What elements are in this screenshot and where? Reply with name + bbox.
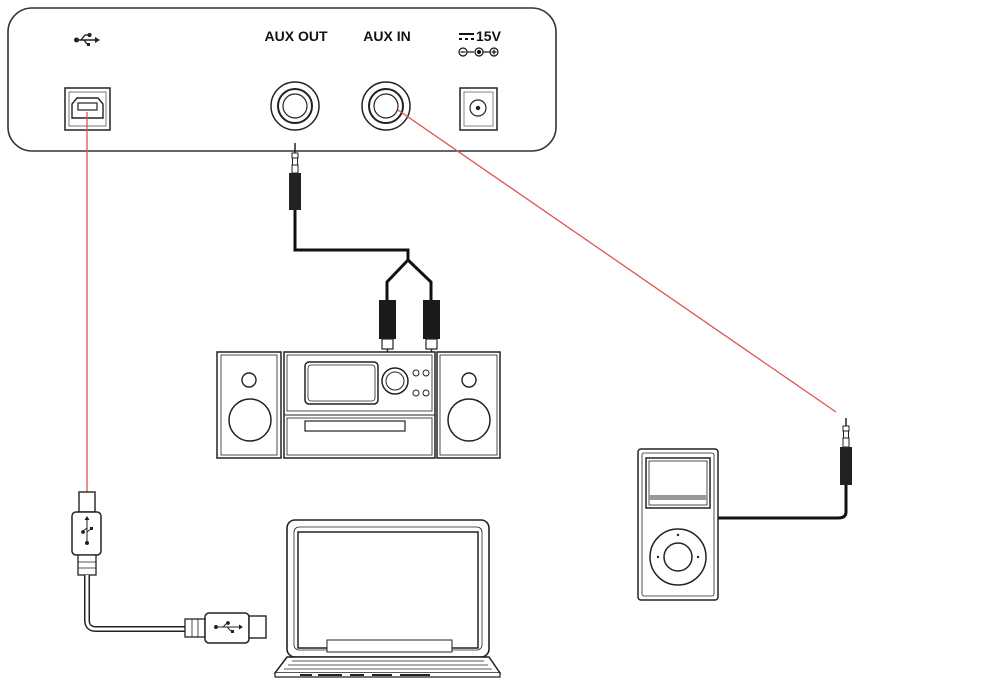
rear-panel (7, 7, 557, 152)
mp3-cable (718, 418, 852, 520)
power-voltage-label: 15V (476, 28, 502, 44)
aux-out-label: AUX OUT (265, 28, 328, 44)
aux-in-label: AUX IN (363, 28, 410, 44)
dc-polarity-icon (458, 47, 499, 57)
dc-power-symbol-icon (459, 33, 474, 40)
left-speaker (216, 351, 282, 459)
usb-cable-icon (71, 491, 267, 644)
mp3-player-icon (637, 448, 719, 601)
usb-icon (74, 32, 100, 46)
aux-out-cable (289, 143, 440, 358)
rca-plug-left (379, 300, 396, 358)
stereo-main-unit (283, 351, 436, 459)
aux-in-connection-line (397, 109, 837, 413)
laptop-icon (273, 519, 502, 678)
right-speaker (436, 351, 501, 459)
dc-power-port[interactable] (459, 87, 498, 131)
connection-lines (86, 109, 837, 492)
aux-in-jack[interactable] (361, 81, 411, 131)
rca-plug-right (423, 300, 440, 358)
aux-out-jack[interactable] (270, 81, 320, 131)
stereo-system-icon (216, 351, 501, 459)
